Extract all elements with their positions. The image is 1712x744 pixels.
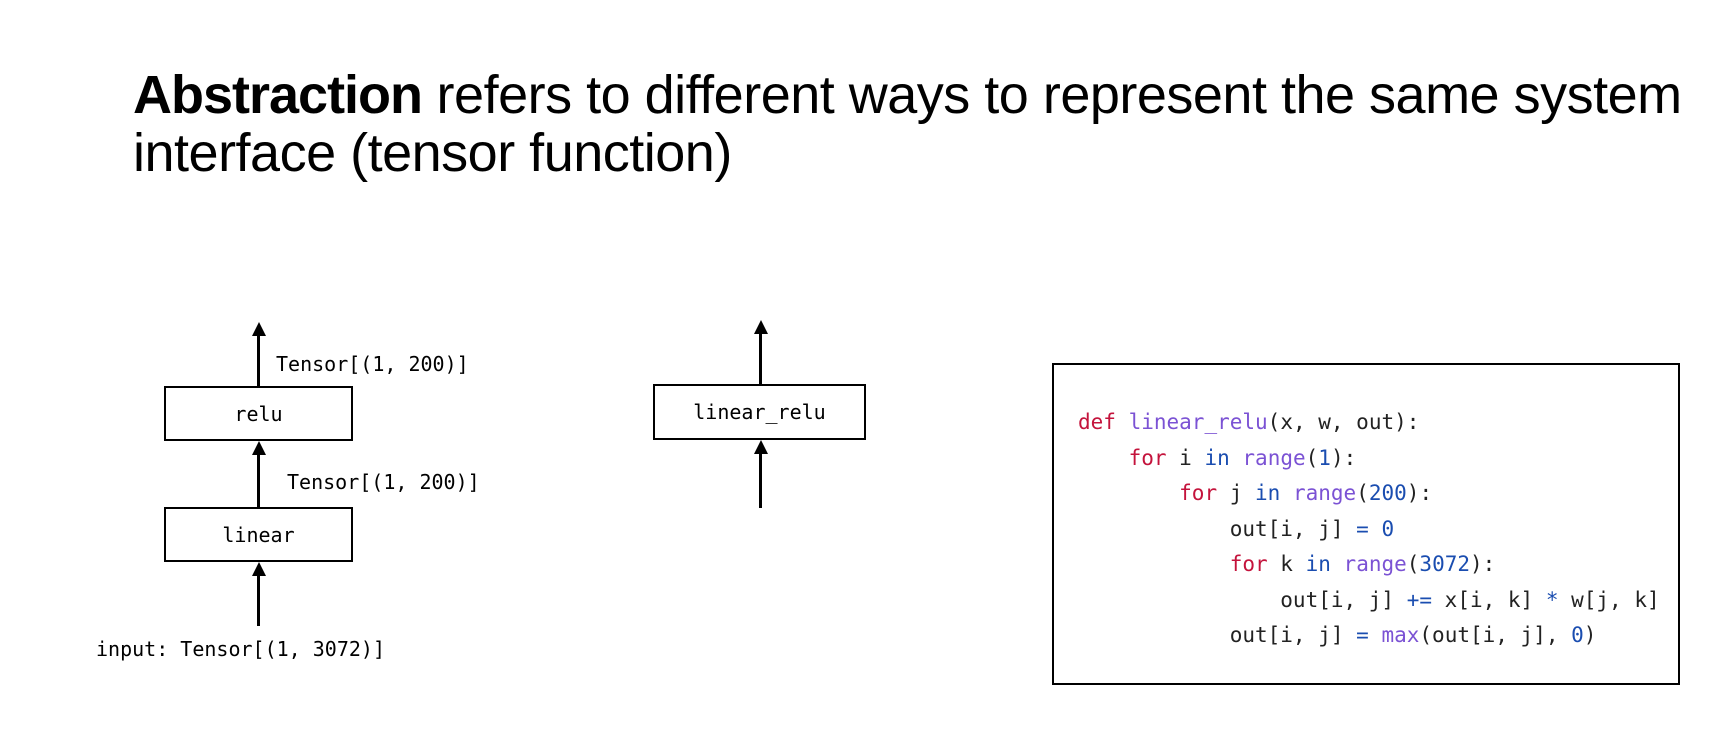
code-line: out[i, j] += x[i, k] * w[j, k] [1078,583,1660,619]
relu-box: relu [164,386,353,441]
code-token: ): [1330,445,1357,470]
code-token: max [1381,623,1420,647]
relu-output-label: Tensor[(1, 200)] [276,352,469,376]
code-token: ( [1356,481,1369,505]
code-box: def linear_relu(x, w, out): for i in ran… [1052,363,1680,685]
code-token: += [1406,587,1433,612]
linear-output-label: Tensor[(1, 200)] [287,470,480,494]
title-emphasis: Abstraction [133,65,423,125]
code-token: for [1229,552,1268,576]
code-token: w[j, k] [1558,587,1660,612]
code-token: for [1179,481,1218,505]
code-token [1331,552,1344,576]
code-token: 0 [1571,623,1584,647]
code-token [1230,446,1243,470]
code-token: x[i, k] [1432,587,1546,612]
code-token: (x, w, out): [1267,410,1420,434]
code-token: in [1255,481,1281,505]
code-line: out[i, j] = max(out[i, j], 0) [1078,618,1660,654]
code-token: = [1356,623,1369,647]
code-line: for k in range(3072): [1078,547,1660,583]
code-token: in [1204,445,1230,470]
code-token: ): [1406,481,1433,505]
code-token: ) [1583,623,1597,647]
fused-output-arrow-line [759,332,762,385]
slide-title: Abstraction refers to different ways to … [133,66,1693,182]
code-token: * [1545,587,1559,612]
code-line: out[i, j] = 0 [1078,512,1660,548]
code-token: 1 [1318,445,1331,470]
code-token: 0 [1381,516,1395,541]
code-token: out[i, j] [1078,587,1407,612]
relu-label: relu [234,401,283,426]
code-token [1369,623,1382,647]
code-token [1369,517,1382,541]
input-arrow-line [257,574,260,626]
title-rest: refers to different ways to represent th… [133,65,1682,183]
linear-label: linear [222,522,295,547]
code-token: range [1343,552,1407,576]
code-token: range [1242,445,1306,470]
code-token: i [1166,445,1205,470]
code-token: ): [1470,552,1496,576]
code-listing: def linear_relu(x, w, out): for i in ran… [1078,405,1660,654]
code-token: 200 [1368,481,1407,505]
code-token: for [1128,445,1167,470]
code-token: k [1267,552,1306,576]
code-token: out[i, j] [1078,516,1357,541]
linear-box: linear [164,507,353,562]
code-token [1078,481,1179,505]
code-token: range [1292,481,1357,505]
linear-relu-label: linear_relu [693,400,826,424]
code-token: ( [1406,552,1420,576]
code-token: 3072 [1419,552,1470,576]
code-token [1078,446,1129,470]
fused-input-arrowhead [753,440,768,454]
code-token: ( [1305,445,1319,470]
code-token: out[i, j] [1078,623,1357,647]
code-line: def linear_relu(x, w, out): [1078,405,1660,441]
code-token: = [1356,516,1369,541]
code-line: for j in range(200): [1078,476,1660,512]
code-token: linear_relu [1128,410,1268,434]
code-token: j [1217,481,1256,505]
code-token [1116,410,1129,434]
relu-output-arrow-line [257,334,260,386]
code-token [1078,552,1230,576]
code-token: (out[i, j], [1419,623,1572,647]
linear-output-arrowhead [251,441,266,455]
fused-input-arrow-line [759,453,762,508]
code-token: in [1305,552,1331,576]
code-token [1280,481,1293,505]
fused-output-arrowhead [753,320,768,334]
linear-relu-box: linear_relu [653,384,866,440]
linear-output-arrow-line [257,453,260,508]
code-token: def [1078,410,1116,434]
code-line: for i in range(1): [1078,441,1660,477]
input-label: input: Tensor[(1, 3072)] [96,637,385,661]
relu-output-arrowhead [251,322,266,336]
input-arrowhead [251,562,266,576]
